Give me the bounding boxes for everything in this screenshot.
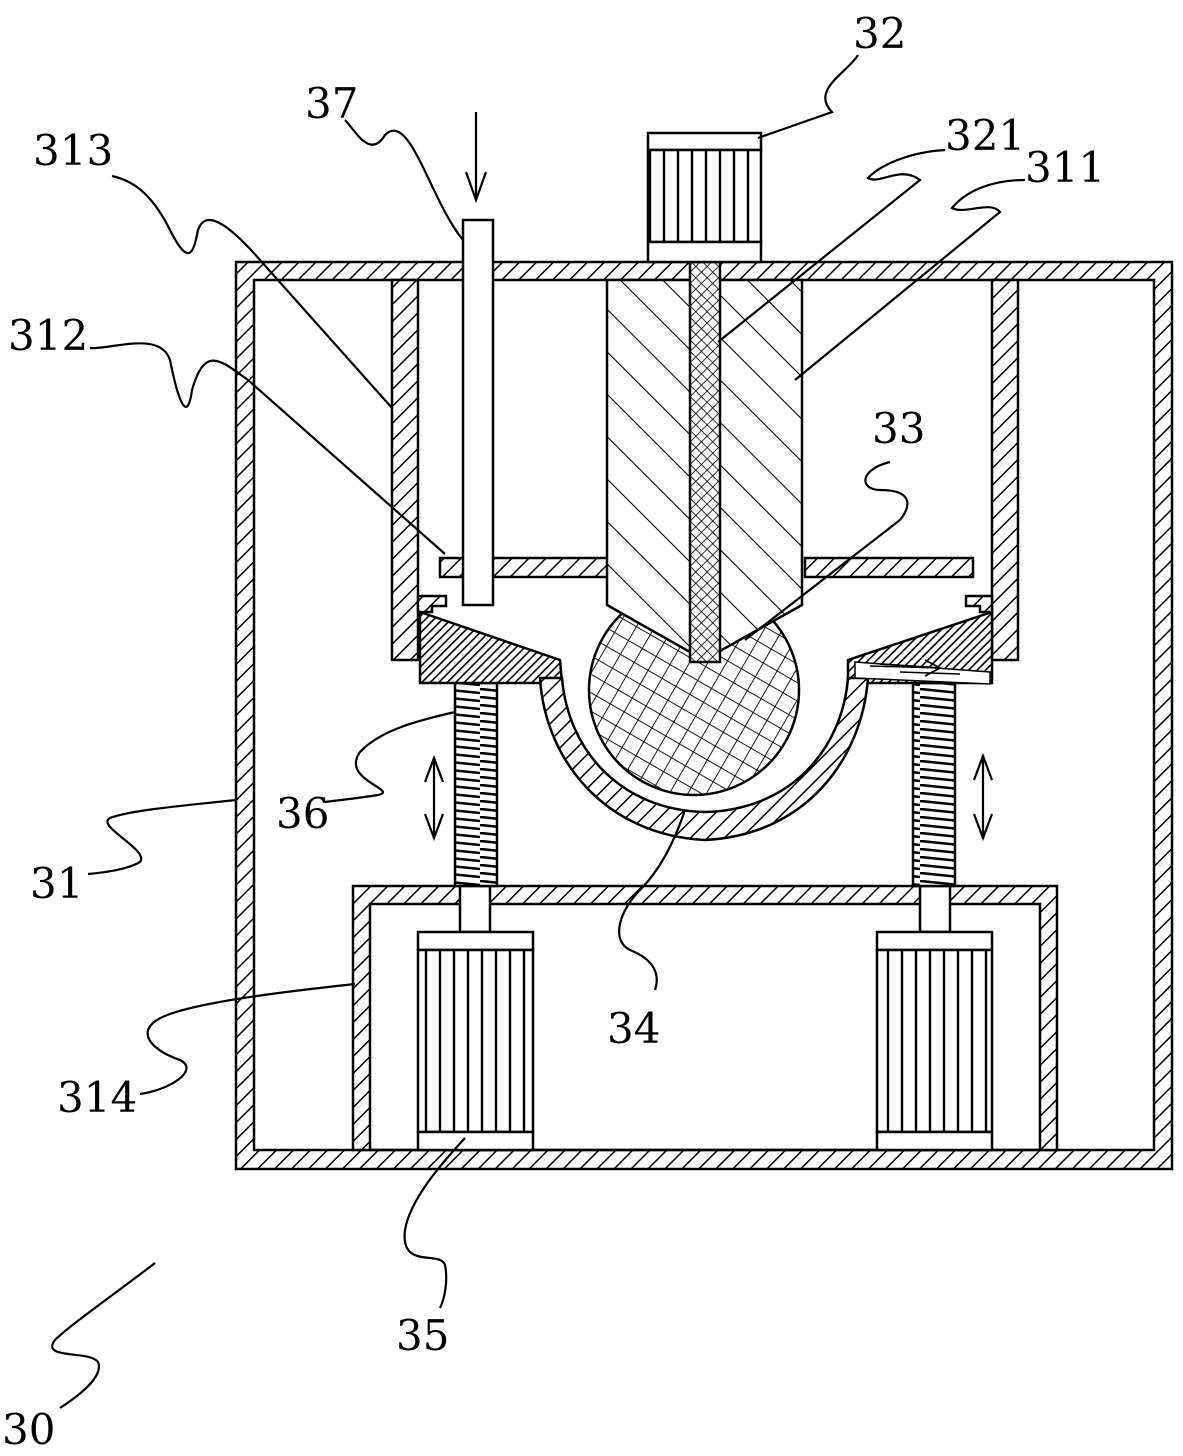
hook-left — [416, 594, 448, 614]
leader-line-37 — [344, 119, 464, 241]
label-30: 30 — [2, 1405, 55, 1454]
label-314: 314 — [57, 1073, 137, 1122]
leader-lines — [51, 54, 1026, 1409]
top-motor — [646, 131, 763, 264]
lead-screw-left — [453, 681, 499, 888]
leader-line-311 — [794, 178, 1026, 381]
leader-line-34 — [618, 809, 687, 991]
leader-line-31 — [87, 798, 237, 876]
leader-line-32 — [757, 54, 859, 140]
label-312: 312 — [8, 311, 88, 360]
feed-arrow — [464, 112, 488, 204]
motion-arrow-right — [972, 752, 994, 842]
leader-line-312 — [89, 342, 446, 555]
label-34: 34 — [607, 1004, 660, 1053]
label-33: 33 — [872, 404, 925, 453]
reference-numerals: 32 37 313 321 311 312 33 36 31 34 314 35… — [2, 9, 1105, 1454]
label-31: 31 — [30, 859, 83, 908]
shaft-block — [605, 260, 804, 664]
drive-motor-left — [416, 884, 535, 1152]
label-311: 311 — [1025, 143, 1105, 192]
motor-box — [351, 884, 1059, 1152]
leader-line-313 — [111, 174, 393, 409]
drive-motor-right — [875, 884, 994, 1152]
leader-line-35 — [403, 1137, 466, 1309]
lead-screw-right — [911, 681, 957, 888]
label-35: 35 — [396, 1311, 449, 1360]
leader-line-321 — [717, 148, 946, 343]
hook-right — [964, 594, 994, 614]
label-321: 321 — [945, 111, 1025, 160]
inner-wall-right — [990, 278, 1020, 662]
inner-wall-left — [390, 278, 420, 662]
discharge-arrow — [879, 659, 942, 677]
motion-arrow-left — [423, 754, 445, 842]
outer-housing — [234, 260, 1174, 1171]
grinding-seat — [418, 610, 994, 842]
label-36: 36 — [276, 789, 329, 838]
leader-line-314 — [139, 982, 356, 1096]
feed-pipe — [461, 218, 495, 607]
partition-plate-right — [803, 556, 975, 579]
label-37: 37 — [305, 79, 358, 128]
central-shaft — [688, 260, 722, 664]
leader-line-30 — [51, 1262, 156, 1409]
label-313: 313 — [33, 126, 113, 175]
label-32: 32 — [853, 9, 906, 58]
leader-line-33 — [744, 460, 909, 641]
leader-line-36 — [324, 710, 456, 804]
